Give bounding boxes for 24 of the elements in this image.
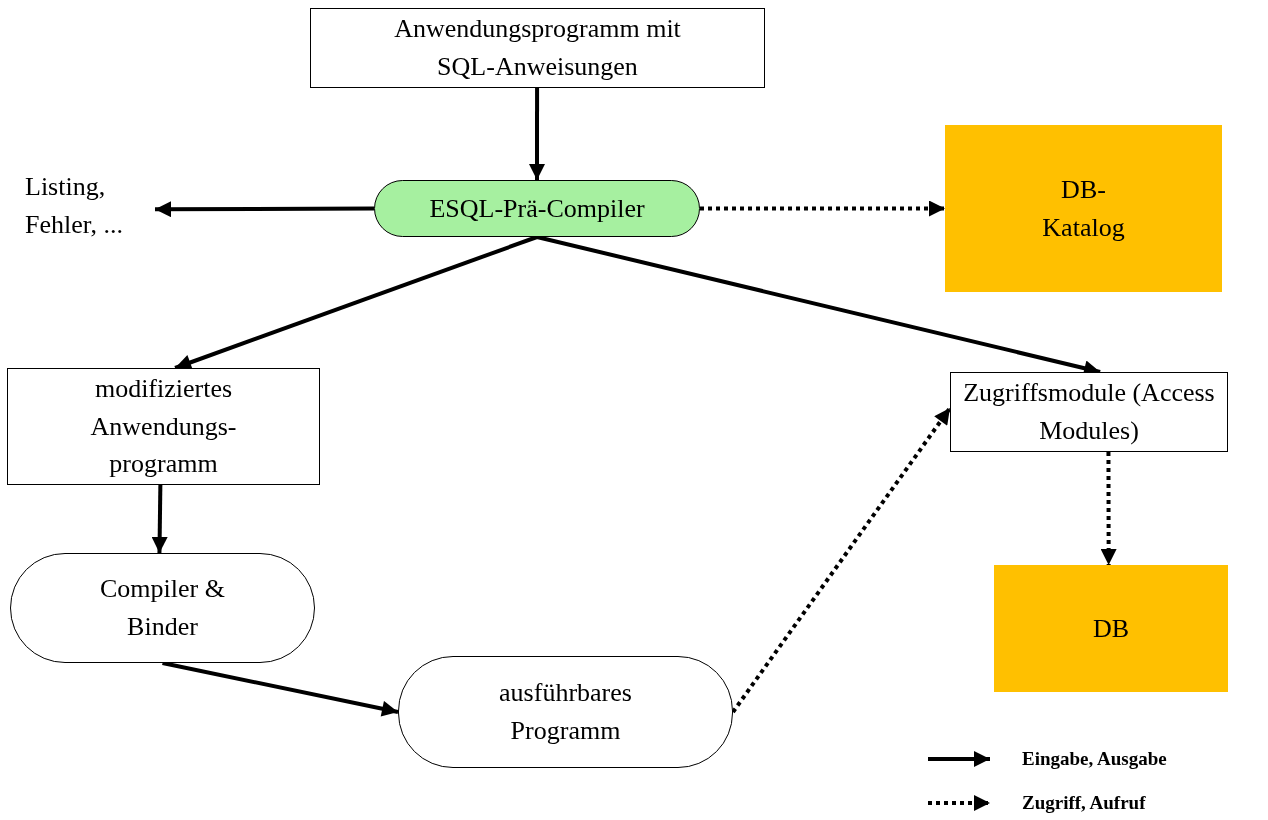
arrow: [700, 200, 945, 217]
node-label: ESQL-Prä-Compiler: [429, 192, 645, 225]
compiler-pill: [374, 180, 700, 237]
arrow: [529, 88, 545, 180]
database-box: [945, 125, 1222, 292]
node-label: Anwendungsprogramm mit SQL-Anweisungen: [393, 13, 682, 83]
node-label: Listing, Fehler, ...: [25, 170, 124, 241]
node-label: modifiziertes Anwendungs- programm: [89, 372, 238, 481]
arrow: [151, 484, 168, 554]
node-label: Zugriffsmodule (Access Modules): [962, 377, 1216, 447]
database-box: [994, 565, 1228, 692]
process-box: [950, 372, 1228, 452]
node-label: DB- Katalog: [1041, 173, 1126, 244]
legend-label: Eingabe, Ausgabe: [1022, 748, 1167, 770]
legend-label: Zugriff, Aufruf: [1022, 792, 1146, 814]
arrow: [1100, 452, 1117, 565]
node-label: DB: [1092, 612, 1130, 645]
arrow: [162, 661, 399, 717]
arrow: [731, 406, 952, 714]
node-label: Compiler & Binder: [99, 573, 226, 643]
arrow: [155, 201, 374, 218]
node-label: ausführbares Programm: [498, 677, 633, 747]
process-box: [310, 8, 765, 88]
process-box: [7, 368, 320, 485]
